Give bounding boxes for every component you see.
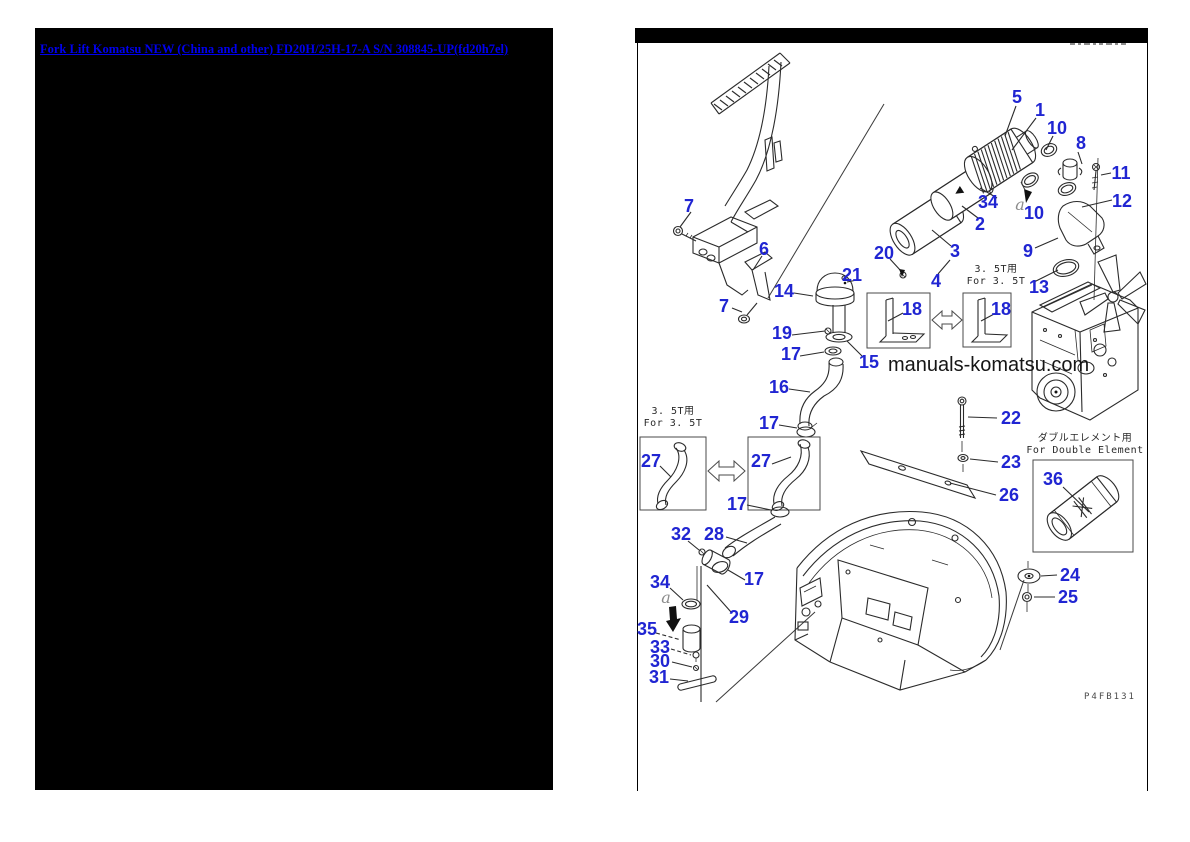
- bolt-7-lower: [737, 302, 758, 324]
- option-boxes-27: [639, 436, 821, 511]
- lower-hose-drain: [677, 506, 816, 703]
- intake-bracket-9-12: [1057, 200, 1105, 255]
- watermark: manuals-komatsu.com: [888, 354, 1090, 376]
- assembly-arrows: [666, 181, 1032, 632]
- hood-body-panel: [794, 510, 1025, 691]
- option-boxes-18: [866, 292, 1012, 349]
- double-element-box: [1032, 459, 1134, 553]
- left-content-panel: Fork Lift Komatsu NEW (China and other) …: [35, 28, 553, 790]
- air-cleaner-assembly: [889, 127, 1105, 301]
- wing-nut-8: [1057, 158, 1083, 181]
- bracket-6: [744, 251, 773, 271]
- swap-arrow: [707, 459, 746, 483]
- washer-nut-24-25: [1017, 561, 1041, 612]
- swap-arrow: [931, 309, 963, 331]
- catalog-title-link[interactable]: Fork Lift Komatsu NEW (China and other) …: [40, 42, 509, 56]
- diagram-right-border: [1147, 43, 1148, 791]
- clamp-13: [1052, 259, 1080, 277]
- ring-10-upper: [1040, 143, 1058, 157]
- ring-10-lower: [1057, 182, 1077, 196]
- bolt-7-upper: [672, 225, 697, 242]
- long-leader-line: [767, 103, 885, 299]
- diagram-top-bar: [635, 28, 1148, 43]
- engine: [1031, 254, 1147, 421]
- bolt-11: [1091, 162, 1101, 191]
- diagram-left-border: [637, 43, 638, 791]
- mount-bolt-plate: [859, 396, 977, 499]
- overhead-guard-pillar: [692, 52, 791, 301]
- clipped-text-ticks: [1070, 43, 1140, 46]
- leader-lines: [655, 105, 1113, 682]
- figure-code: P4FB131: [1084, 692, 1136, 702]
